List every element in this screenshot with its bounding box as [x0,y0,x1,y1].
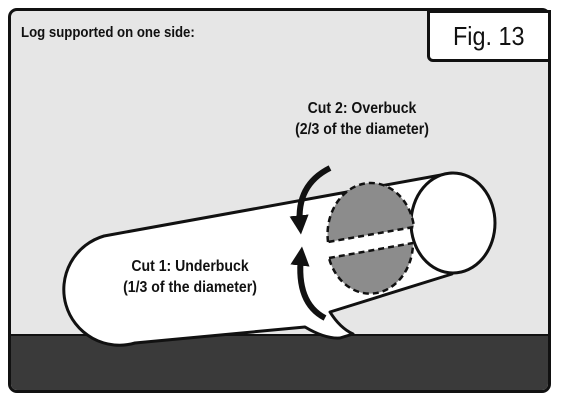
figure-number-box: Fig. 13 [427,10,551,62]
figure-heading: Log supported on one side: [21,24,195,41]
cut-2-overbuck-section [326,181,416,244]
cut-1-underbuck-section [327,241,415,295]
cut-2-detail: (2/3 of the diameter) [295,121,429,138]
curved-arrow-down-icon [289,165,332,235]
cut-2-label: Cut 2: Overbuck (2/3 of the diameter) [274,98,450,140]
cut-2-title: Cut 2: Overbuck [307,100,417,117]
curved-arrow-up-icon [290,246,327,321]
cut-1-label: Cut 1: Underbuck (1/3 of the diameter) [102,256,278,298]
log-end-face [409,171,497,275]
figure-number: Fig. 13 [453,20,525,51]
cut-1-title: Cut 1: Underbuck [131,258,249,275]
cut-1-detail: (1/3 of the diameter) [123,279,257,296]
